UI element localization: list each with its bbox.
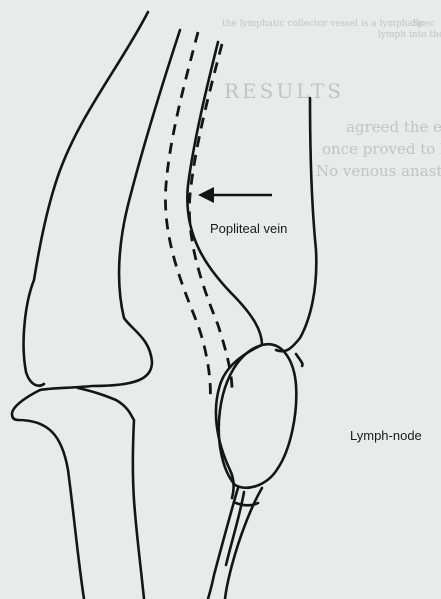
lymph-vessel-upper: [296, 354, 303, 366]
bleed-line-1: agreed the experiment. The technique: [346, 118, 441, 136]
femur-condyle-outline: [40, 30, 180, 390]
lymph-vessel-left: [208, 488, 238, 599]
bleed-through-text: the lymphatic collector vessel is a lymp…: [222, 19, 441, 180]
bleed-line-2: once proved to be easy and no bleeding: [322, 140, 441, 158]
vein-pointer-arrowhead: [198, 187, 214, 203]
lymph-node-label: Lymph-node: [350, 428, 422, 443]
lymph-vessel-cross: [236, 503, 258, 505]
bleed-heading: RESULTS: [224, 79, 344, 103]
bleed-line-top-2: lymph into the: [378, 30, 441, 40]
bleed-line-top-1: the lymphatic collector vessel is a lymp…: [222, 19, 424, 29]
bleed-line-top-1b: Spec: [412, 19, 434, 29]
bleed-line-3: No venous anastomosis was found either a…: [316, 162, 441, 180]
popliteal-vein-label: Popliteal vein: [210, 221, 287, 236]
tibia-outline-right: [78, 388, 144, 599]
tibia-outline-left: [12, 390, 84, 599]
